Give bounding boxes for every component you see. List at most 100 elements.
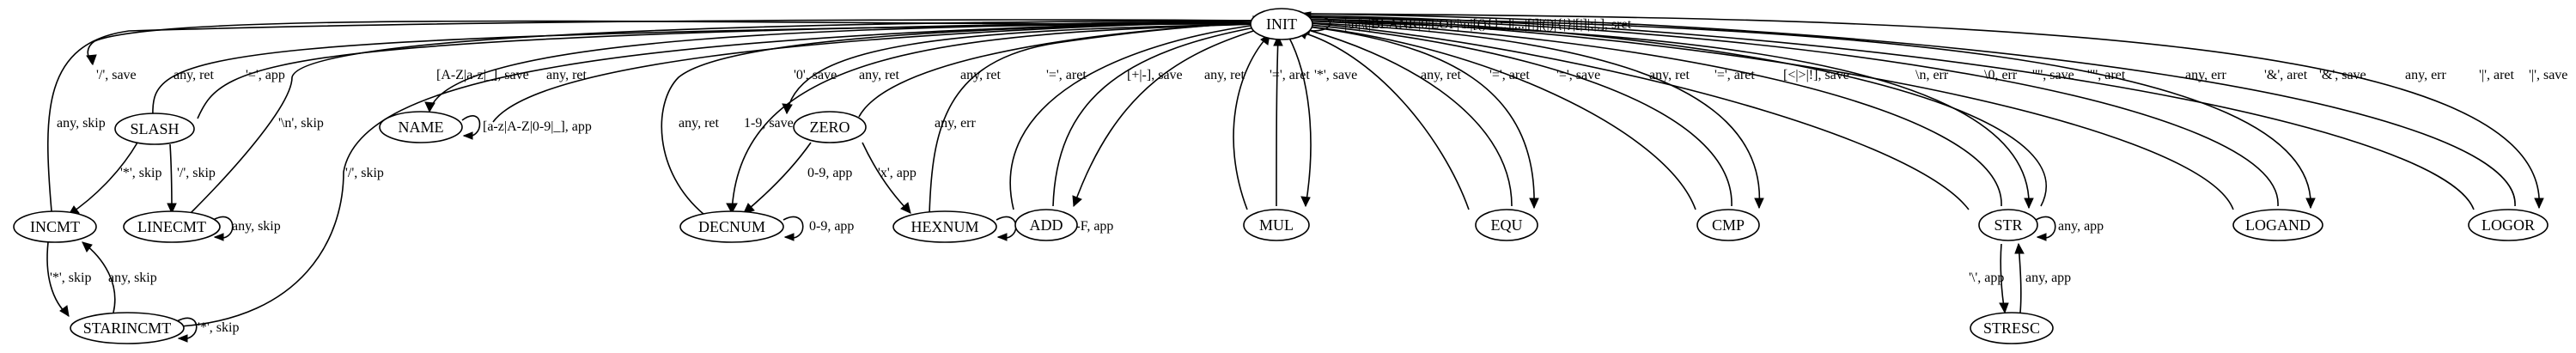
svg-text:STARINCMT: STARINCMT [83, 320, 172, 337]
edge-slash-incmt: '*', skip [68, 142, 161, 216]
edge-linecmt-self: any, skip [212, 216, 281, 241]
node-logand: LOGAND [2232, 209, 2323, 241]
node-hexnum: HEXNUM [892, 210, 997, 243]
edge-label: \n, err [1915, 68, 1949, 82]
edge-str-self: any, app [2035, 216, 2104, 241]
edge-label: '=', save [1556, 68, 1600, 82]
edge-init-cmp: [<|>|!], save [1300, 21, 1849, 210]
edge-label: [a-z|A-Z|0-9|_], app [483, 119, 592, 134]
edge-label: any, ret [679, 116, 719, 131]
svg-text:ZERO: ZERO [810, 119, 850, 136]
svg-text:DECNUM: DECNUM [698, 218, 765, 235]
edge-init-logor: '|', save [1300, 13, 2567, 210]
edge-label: 1-9, save [744, 116, 794, 131]
edge-init-equ: '=', save [1300, 25, 1600, 210]
edge-label: [+|-], save [1127, 68, 1183, 82]
edge-init-name: [A-Z|a-z|_], save [424, 21, 1262, 113]
edge-logor-init-pipe: '|', aret [1299, 11, 2516, 207]
svg-text:HEXNUM: HEXNUM [911, 218, 979, 235]
edge-label: '&', aret [2264, 68, 2308, 82]
svg-text:STRESC: STRESC [1983, 320, 2040, 337]
svg-text:EQU: EQU [1491, 216, 1523, 234]
edge-stresc-str: any, app [2014, 242, 2071, 313]
edge-str-init-quote: '"', aret [1299, 16, 2126, 207]
edge-label: '*', skip [120, 166, 161, 180]
edge-label: any, err [2405, 68, 2446, 82]
edge-decnum-self: 0-9, app [783, 216, 854, 241]
svg-text:CMP: CMP [1712, 216, 1745, 234]
node-logor: LOGOR [2468, 209, 2549, 241]
node-stresc: STRESC [1970, 312, 2054, 344]
edge-add-init-eq: '=', aret [1046, 21, 1266, 207]
edge-slash-linecmt: '/', skip [167, 143, 216, 215]
edge-label: 0-9, app [807, 166, 852, 180]
edge-label: any, ret [546, 68, 587, 82]
svg-text:LINECMT: LINECMT [137, 218, 206, 235]
node-zero: ZERO [793, 111, 867, 143]
edge-name-self: [a-z|A-Z|0-9|_], app [461, 115, 592, 140]
edge-label: any, ret [859, 68, 899, 82]
edge-label: '*', skip [50, 271, 91, 285]
edge-str-stresc: '\', app [1969, 243, 2009, 314]
edge-label: any, skip [108, 271, 157, 285]
edge-label: '\n', skip [278, 116, 324, 131]
node-slash: SLASH [114, 113, 195, 145]
node-init: INIT [1250, 8, 1313, 40]
edge-label: '/', save [96, 68, 137, 82]
edge-label: '=', aret [1714, 68, 1755, 82]
edge-label: '/', skip [177, 166, 216, 180]
edge-label: '*', save [1314, 68, 1357, 82]
edge-init-mul: '*', save [1288, 35, 1357, 208]
edge-label: any, ret [1421, 68, 1461, 82]
edge-starincmt-self: '*', skip [176, 317, 239, 343]
edge-incmt-starincmt: '*', skip [46, 241, 91, 317]
edge-init-slash: '/', save [86, 20, 1262, 82]
edge-label: any, ret [1649, 68, 1690, 82]
edge-label: any, skip [57, 116, 106, 131]
edge-label: '=', aret [1270, 68, 1310, 82]
edge-label: '=', aret [1046, 68, 1087, 82]
edge-label: any, err [935, 116, 976, 131]
node-add: ADD [1014, 209, 1078, 241]
node-cmp: CMP [1696, 209, 1760, 241]
node-decnum: DECNUM [679, 210, 784, 243]
edge-add-init-any: any, ret [960, 19, 1264, 210]
edge-mul-init-any: any, ret [1204, 33, 1270, 210]
edge-mul-init-eq: '=', aret [1270, 34, 1310, 207]
edge-label: any, err [2185, 68, 2226, 82]
edge-init-decnum: 1-9, save [726, 23, 1262, 215]
svg-text:STR: STR [1994, 216, 2022, 234]
edge-label: 0-9, app [809, 219, 854, 234]
edge-zero-decnum: 0-9, app [743, 142, 852, 214]
edge-label: [A-Z|a-z|_], save [436, 68, 529, 82]
edge-label: any, ret [960, 68, 1001, 82]
edge-starincmt-incmt: any, skip [82, 241, 157, 313]
svg-text:ADD: ADD [1030, 216, 1063, 234]
edge-label: '/', skip [345, 166, 384, 180]
node-starincmt: STARINCMT [70, 312, 185, 344]
edge-label: any, ret [174, 68, 214, 82]
node-name: NAME [379, 111, 463, 143]
edge-starincmt-init: '/', skip [180, 15, 1264, 327]
svg-text:INCMT: INCMT [30, 218, 80, 235]
edge-label: '|', aret [2479, 68, 2515, 82]
edge-label: any, skip [232, 219, 281, 234]
svg-text:SLASH: SLASH [130, 120, 179, 137]
svg-text:LOGOR: LOGOR [2482, 216, 2535, 234]
node-mul: MUL [1243, 209, 1310, 241]
edge-label: '"', save [2032, 68, 2074, 82]
edge-label: '\', app [1969, 271, 2004, 285]
node-linecmt: LINECMT [123, 210, 221, 243]
edge-label: any, app [2058, 219, 2104, 234]
svg-text:INIT: INIT [1266, 15, 1297, 33]
edge-label: '|', save [2529, 68, 2567, 82]
edge-label: '=', app [246, 68, 285, 82]
edge-zero-hexnum: 'x', app [862, 142, 917, 214]
node-equ: EQU [1475, 209, 1538, 241]
edge-label: any, ret [1204, 68, 1245, 82]
svg-text:LOGAND: LOGAND [2245, 216, 2311, 234]
svg-text:NAME: NAME [399, 119, 444, 136]
edge-label: '0', save [794, 68, 837, 82]
edge-init-add: [+|-], save [1072, 27, 1265, 208]
